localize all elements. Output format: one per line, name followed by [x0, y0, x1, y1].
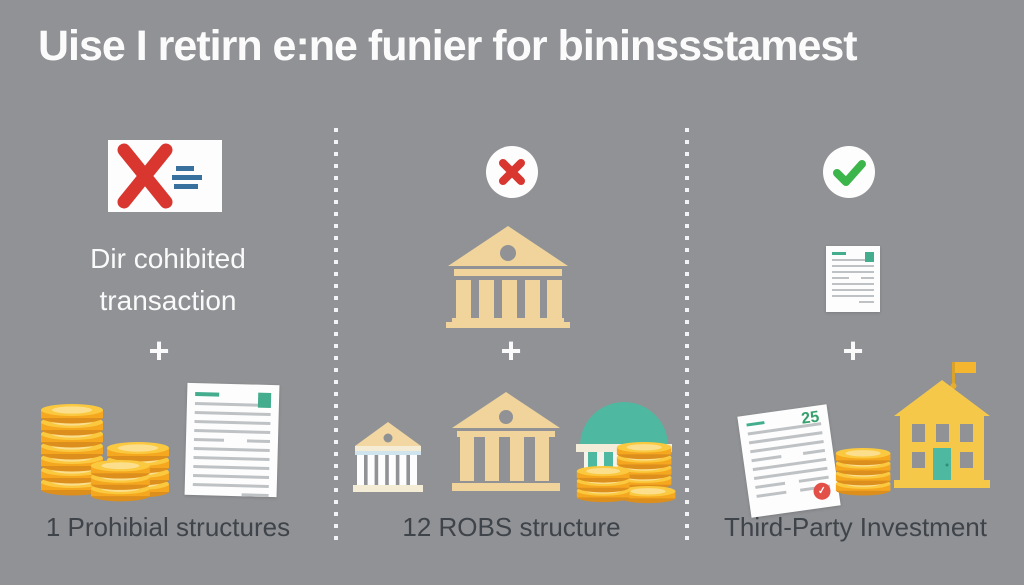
coin-stacks-icon	[41, 404, 169, 502]
coin-stack-icon	[835, 448, 891, 496]
plus-sign: +	[500, 330, 522, 371]
prohibited-transaction-label: Dir cohibited transaction	[90, 243, 246, 316]
plus-sign: +	[148, 330, 170, 371]
x-document-card-icon	[108, 140, 222, 212]
caption-third-party: Third-Party Investment	[724, 512, 987, 542]
small-bank-icon	[353, 422, 423, 492]
caption-prohibited: 1 Prohibial structures	[45, 512, 291, 542]
plus-sign: +	[842, 330, 864, 371]
flag-building-icon	[894, 362, 990, 488]
contract-number: 25	[800, 408, 821, 428]
dotted-divider-left	[334, 128, 338, 542]
bank-icon	[446, 226, 570, 328]
document-icon	[184, 382, 280, 498]
x-mark-icon	[117, 143, 202, 209]
x-circle-icon	[486, 146, 538, 198]
coin-stacks-icon	[576, 442, 676, 504]
caption-robs: 12 ROBS structure	[402, 512, 621, 542]
contract-document-icon: 25 ✓	[737, 404, 841, 518]
dotted-divider-right	[685, 128, 689, 542]
check-circle-icon	[823, 146, 875, 198]
large-bank-icon	[452, 392, 560, 491]
page-title: Uise I retirn e:ne funier for bininsssta…	[38, 22, 858, 70]
document-icon	[826, 246, 880, 312]
